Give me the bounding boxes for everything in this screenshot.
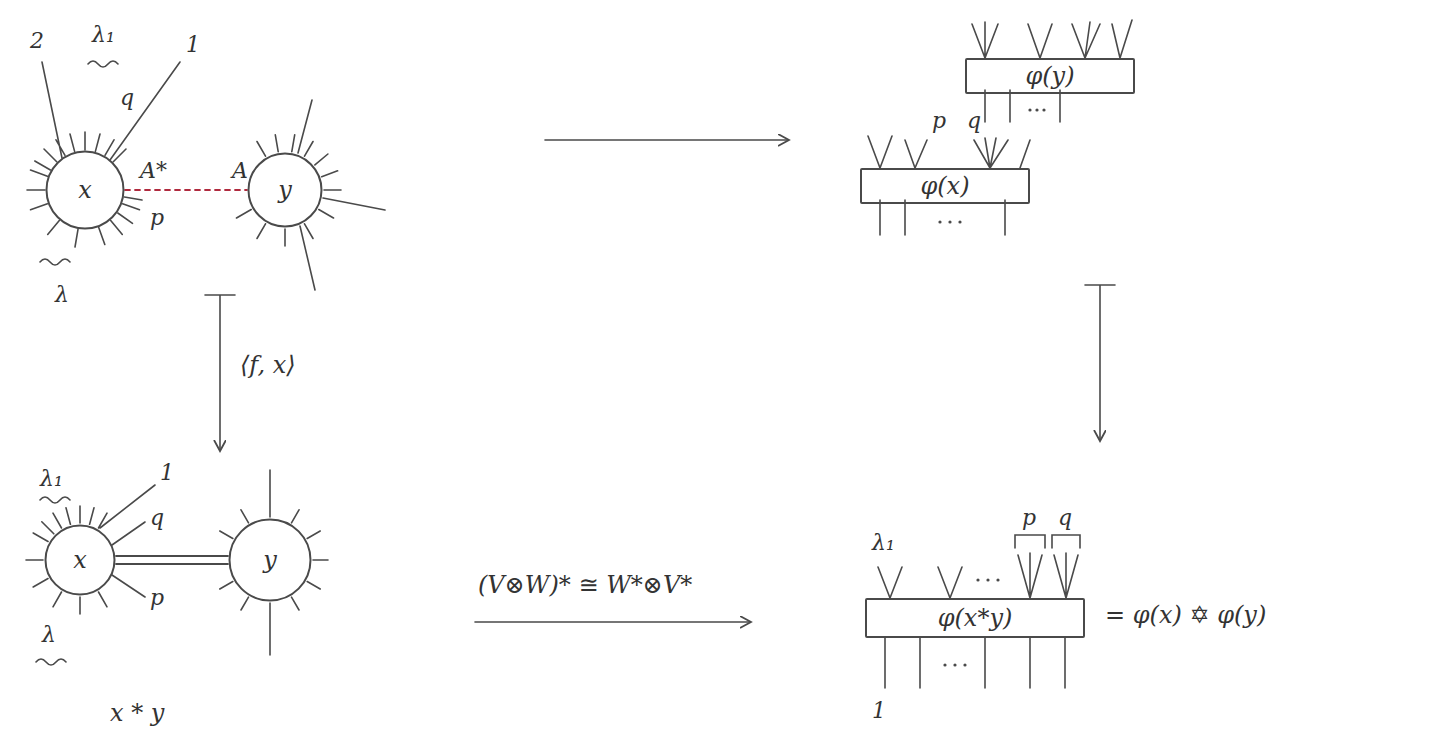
map-label: (V⊗W)* ≅ W*⊗V* [478, 572, 692, 600]
box-strands [868, 136, 1030, 235]
dot [1035, 108, 1038, 111]
box-strands [972, 20, 1132, 122]
node-text: φ(x) [920, 172, 969, 200]
map-arrow [475, 621, 750, 623]
squiggle [40, 61, 118, 265]
tensor-circle: y [247, 152, 323, 228]
dot [953, 663, 956, 666]
dot [986, 578, 989, 581]
index-label: λ [55, 282, 69, 307]
index-label: A [232, 158, 248, 183]
connector-stroke [116, 555, 228, 557]
spokes [237, 100, 386, 290]
index-label: p [150, 585, 164, 610]
map-arrow [545, 139, 788, 141]
connector-stroke [125, 189, 247, 191]
contraction-line [125, 190, 247, 191]
circle-outline [46, 526, 115, 595]
cap-bracket [1015, 535, 1080, 548]
circle-outline [230, 520, 311, 601]
node-text: φ(x*y) [938, 604, 1013, 632]
circle-outline [249, 154, 322, 227]
index-label: 1 [160, 460, 174, 485]
phi-box: φ(x*y) [865, 598, 1085, 638]
connector-stroke [116, 563, 228, 565]
index-label: λ₁ [40, 466, 63, 491]
maps-to-arrow [205, 295, 235, 450]
dot [938, 220, 941, 223]
index-label: 1 [872, 698, 886, 723]
index-label: 1 [186, 32, 200, 57]
node-text: y [278, 176, 292, 204]
node-text: x [73, 546, 87, 574]
index-label: p [1022, 505, 1036, 530]
index-label: 2 [30, 28, 44, 53]
box-strands [878, 553, 1078, 688]
node-text: φ(y) [1025, 62, 1074, 90]
node-text: x [78, 176, 92, 204]
index-label: λ₁ [92, 22, 115, 47]
phi-box: φ(x) [860, 168, 1030, 204]
dot [948, 220, 951, 223]
dot [996, 578, 999, 581]
equation-label: = φ(x) ✡ φ(y) [1105, 602, 1266, 630]
product-label: x * y [110, 700, 164, 728]
index-label: λ₁ [872, 530, 895, 555]
dot [1042, 108, 1045, 111]
index-label: q [150, 505, 164, 530]
phi-box: φ(y) [965, 58, 1135, 94]
spokes [27, 62, 180, 247]
circle-outline [47, 152, 124, 229]
tensor-circle: x [44, 524, 116, 596]
dot [958, 220, 961, 223]
index-label: p [150, 205, 164, 230]
spokes [220, 470, 328, 655]
dot [976, 578, 979, 581]
index-label: q [967, 108, 981, 133]
index-label: p [932, 108, 946, 133]
dot [943, 663, 946, 666]
index-label: q [1058, 505, 1072, 530]
index-label: A* [140, 158, 167, 183]
spokes [26, 485, 155, 614]
dot [963, 663, 966, 666]
node-text: y [263, 546, 277, 574]
tensor-circle: x [45, 150, 125, 230]
double-contraction [116, 556, 228, 564]
tensor-circle: y [228, 518, 312, 602]
map-label: ⟨f, x⟩ [240, 352, 296, 380]
maps-to-arrow [1085, 285, 1115, 440]
index-label: λ [42, 622, 56, 647]
index-label: q [120, 85, 134, 110]
dot [1028, 108, 1031, 111]
